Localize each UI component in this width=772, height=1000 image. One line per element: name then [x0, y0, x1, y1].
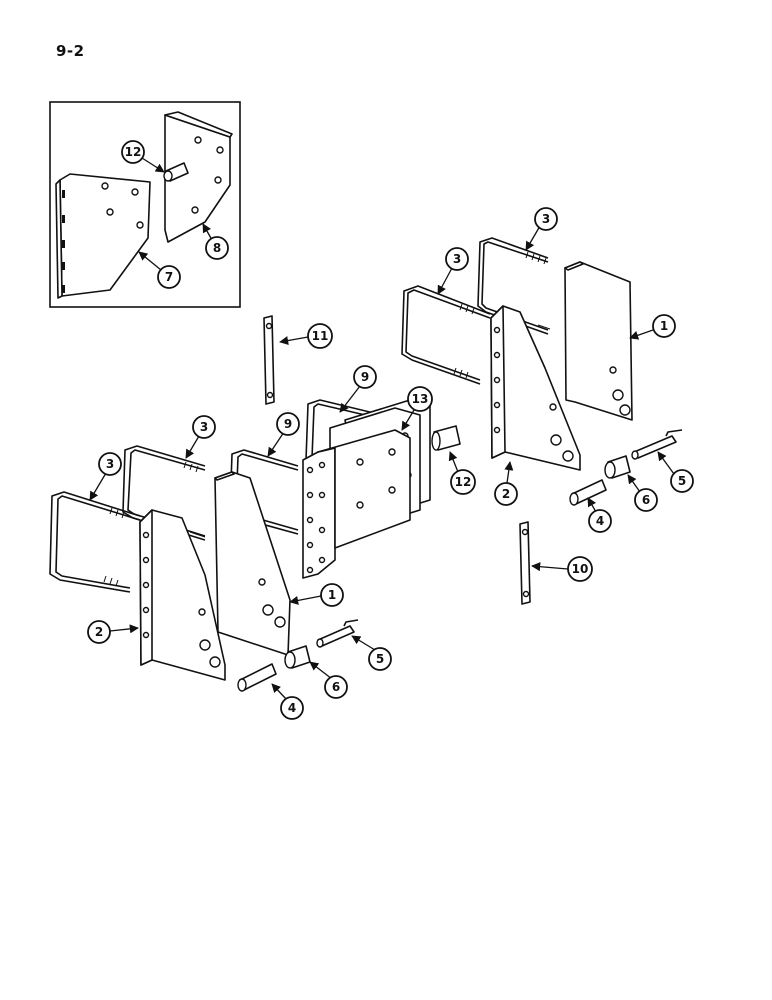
svg-text:1: 1 — [328, 588, 336, 602]
svg-text:8: 8 — [213, 241, 221, 255]
callout-9-left: 9 — [267, 412, 300, 457]
callout-8: 8 — [202, 223, 229, 260]
inset-bracket-7 — [55, 173, 151, 299]
svg-text:13: 13 — [412, 392, 429, 406]
svg-text:4: 4 — [288, 701, 296, 715]
bracket-2-right — [490, 305, 581, 471]
svg-text:6: 6 — [642, 493, 650, 507]
svg-text:3: 3 — [542, 212, 550, 226]
svg-text:3: 3 — [200, 420, 208, 434]
callout-6-right: 6 — [627, 474, 658, 512]
svg-text:4: 4 — [596, 514, 604, 528]
callout-11: 11 — [279, 323, 333, 349]
pin-4-right — [569, 479, 607, 506]
inset-bracket-8 — [164, 111, 233, 243]
pin-4-left — [237, 663, 277, 692]
callout-13: 13 — [401, 386, 433, 431]
svg-text:5: 5 — [376, 652, 384, 666]
callout-12-center: 12 — [448, 451, 476, 495]
inset-frame — [49, 101, 241, 308]
inset-pin-12 — [163, 162, 189, 182]
bushing-6-right — [604, 455, 631, 479]
svg-text:12: 12 — [125, 145, 142, 159]
callout-3-left: 3 — [89, 452, 122, 501]
callout-2-left: 2 — [87, 620, 139, 644]
page-number: 9-2 — [56, 42, 85, 60]
callout-1-right: 1 — [629, 314, 676, 340]
svg-text:11: 11 — [312, 329, 329, 343]
svg-text:3: 3 — [106, 457, 114, 471]
svg-text:3: 3 — [453, 252, 461, 266]
svg-text:2: 2 — [502, 487, 510, 501]
svg-text:6: 6 — [332, 680, 340, 694]
svg-text:9: 9 — [361, 370, 369, 384]
bracket-2-left — [139, 509, 226, 681]
callout-1-left: 1 — [289, 583, 344, 607]
callout-3-top: 3 — [525, 207, 558, 251]
callout-9-top: 9 — [339, 365, 377, 413]
callout-12-inset: 12 — [121, 140, 165, 173]
svg-text:9: 9 — [284, 417, 292, 431]
callout-10: 10 — [531, 556, 593, 582]
callout-3-right: 3 — [437, 247, 469, 295]
strap-11 — [263, 315, 275, 405]
svg-text:1: 1 — [660, 319, 668, 333]
plate-1-left — [214, 471, 291, 656]
pin-5-left — [316, 619, 359, 648]
svg-text:10: 10 — [572, 562, 589, 576]
svg-text:7: 7 — [165, 270, 173, 284]
pin-12-center — [431, 425, 461, 451]
bushing-6-left — [284, 645, 311, 669]
plate-1-right — [564, 261, 633, 421]
strap-10 — [519, 521, 531, 605]
svg-text:2: 2 — [95, 625, 103, 639]
callout-6-left: 6 — [309, 661, 348, 699]
u-bolt-3-front — [401, 285, 491, 385]
callout-2-right: 2 — [494, 461, 518, 506]
pin-5-right — [631, 429, 683, 460]
center-plate-front — [302, 429, 411, 579]
svg-text:12: 12 — [455, 475, 472, 489]
callout-5-left: 5 — [351, 635, 392, 671]
callout-5-right: 5 — [657, 451, 694, 493]
u-bolt-3-left-front — [49, 491, 141, 593]
svg-text:5: 5 — [678, 474, 686, 488]
callout-7: 7 — [138, 251, 181, 289]
callout-4-right: 4 — [587, 497, 612, 533]
callout-3-left-top: 3 — [185, 415, 216, 459]
callout-4-left: 4 — [271, 683, 304, 720]
